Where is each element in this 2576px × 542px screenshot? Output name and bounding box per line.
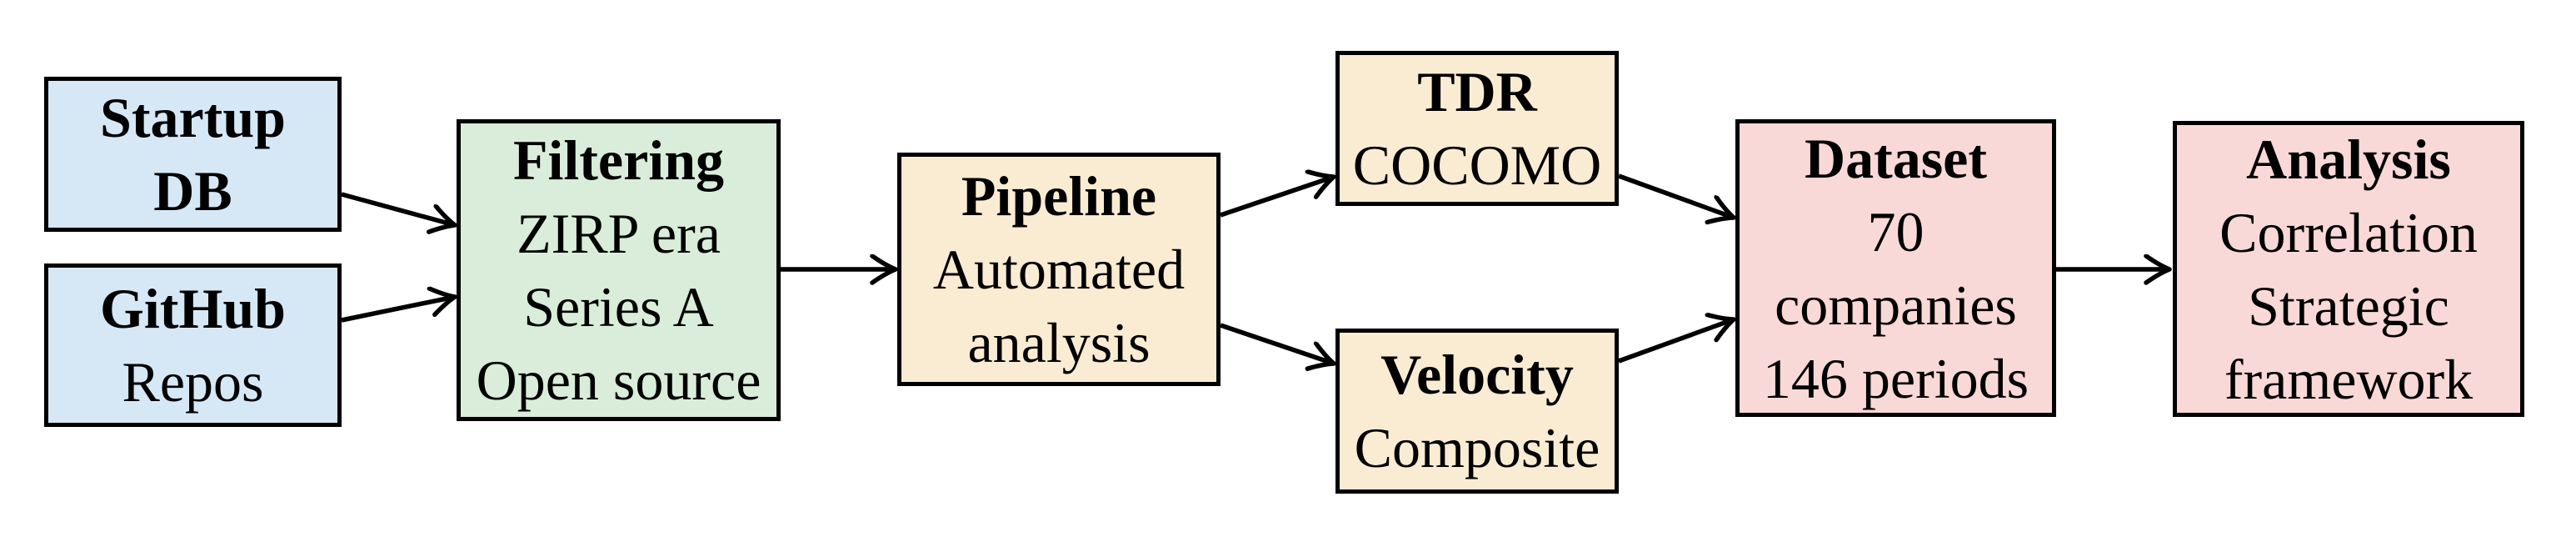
node-line: Open source [476, 349, 761, 412]
node-line: Automated [932, 238, 1186, 301]
node-line: Strategic [2248, 274, 2449, 338]
node-velocity: Velocity Composite [1335, 329, 1619, 494]
node-line: Correlation [2219, 200, 2478, 264]
node-line: companies [1775, 273, 2017, 337]
node-analysis: Analysis Correlation Strategic framework [2173, 121, 2524, 417]
node-filtering: Filtering ZIRP era Series A Open source [457, 119, 781, 421]
arrow-tdr-to-dataset [1618, 173, 1734, 218]
node-title: Startup [100, 86, 286, 149]
node-line: framework [2224, 347, 2474, 411]
node-pipeline: Pipeline Automated analysis [897, 153, 1221, 386]
node-startup-db: Startup DB [44, 77, 342, 232]
node-line: Composite [1354, 416, 1600, 479]
node-dataset: Dataset 70 companies 146 periods [1735, 119, 2056, 417]
node-line: analysis [967, 311, 1151, 374]
arrow-github-repos-to-filtering [341, 297, 455, 323]
node-title: Pipeline [961, 164, 1157, 228]
node-title: GitHub [100, 277, 286, 340]
node-line: ZIRP era [517, 202, 721, 265]
node-title: Filtering [512, 128, 725, 192]
arrow-pipeline-to-velocity [1220, 323, 1334, 364]
node-title: Velocity [1380, 343, 1574, 406]
node-line: Series A [523, 275, 714, 339]
arrow-velocity-to-dataset [1618, 319, 1734, 364]
node-line: 70 [1867, 199, 1925, 263]
node-title: Analysis [2246, 127, 2451, 191]
node-tdr: TDR COCOMO [1335, 51, 1619, 206]
arrow-pipeline-to-tdr [1220, 177, 1334, 218]
node-line: COCOMO [1352, 133, 1602, 197]
node-line: Repos [122, 350, 264, 414]
arrow-startup-db-to-filtering [341, 192, 455, 225]
node-line: 146 periods [1762, 346, 2029, 410]
node-github-repos: GitHub Repos [44, 263, 342, 427]
node-line: DB [153, 159, 232, 223]
node-title: Dataset [1804, 126, 1988, 190]
node-title: TDR [1417, 60, 1537, 123]
